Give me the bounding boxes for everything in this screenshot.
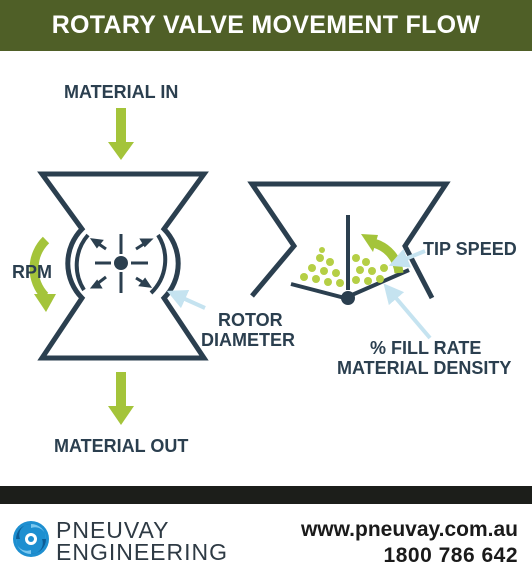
left-valve-housing [37,171,209,361]
phone-number[interactable]: 1800 786 642 [383,544,518,567]
rotary-valve-diagram [29,108,451,425]
rotor-blades [89,234,154,293]
material-in-label: MATERIAL IN [64,82,179,102]
footer-divider [0,486,532,504]
rotor-hub [114,256,128,270]
brand-name-line2: ENGINEERING [56,539,229,565]
material-in-arrow [108,108,134,160]
fill-rate-pointer [383,283,432,340]
rotor-arcs [74,233,168,295]
right-rotor-hub [341,291,355,305]
brand-name-line1: PNEUVAY [56,517,170,543]
diameter-label: DIAMETER [201,330,295,350]
fill-rate-label: % FILL RATE [370,338,482,358]
rotor-diameter-pointer [166,289,206,310]
material-density-label: MATERIAL DENSITY [337,358,512,378]
material-out-arrow [108,372,134,425]
rpm-label: RPM [12,262,52,282]
tip-speed-label: TIP SPEED [423,239,517,259]
tip-speed-arrow [361,234,404,274]
pneuvay-logo-icon [13,521,49,557]
tip-speed-pointer [388,248,426,268]
material-particles [300,247,388,287]
page-title: ROTARY VALVE MOVEMENT FLOW [51,11,481,39]
footer: PNEUVAY ENGINEERING www.pneuvay.com.au 1… [0,504,532,578]
rpm-arrow [29,236,56,312]
rotor-label: ROTOR [218,310,283,330]
material-out-label: MATERIAL OUT [54,436,189,456]
header-banner: ROTARY VALVE MOVEMENT FLOW [0,0,532,51]
diagram-area: MATERIAL IN RPM ROTOR DIAMETER TIP SPEED… [0,51,532,486]
website-link[interactable]: www.pneuvay.com.au [300,518,518,541]
